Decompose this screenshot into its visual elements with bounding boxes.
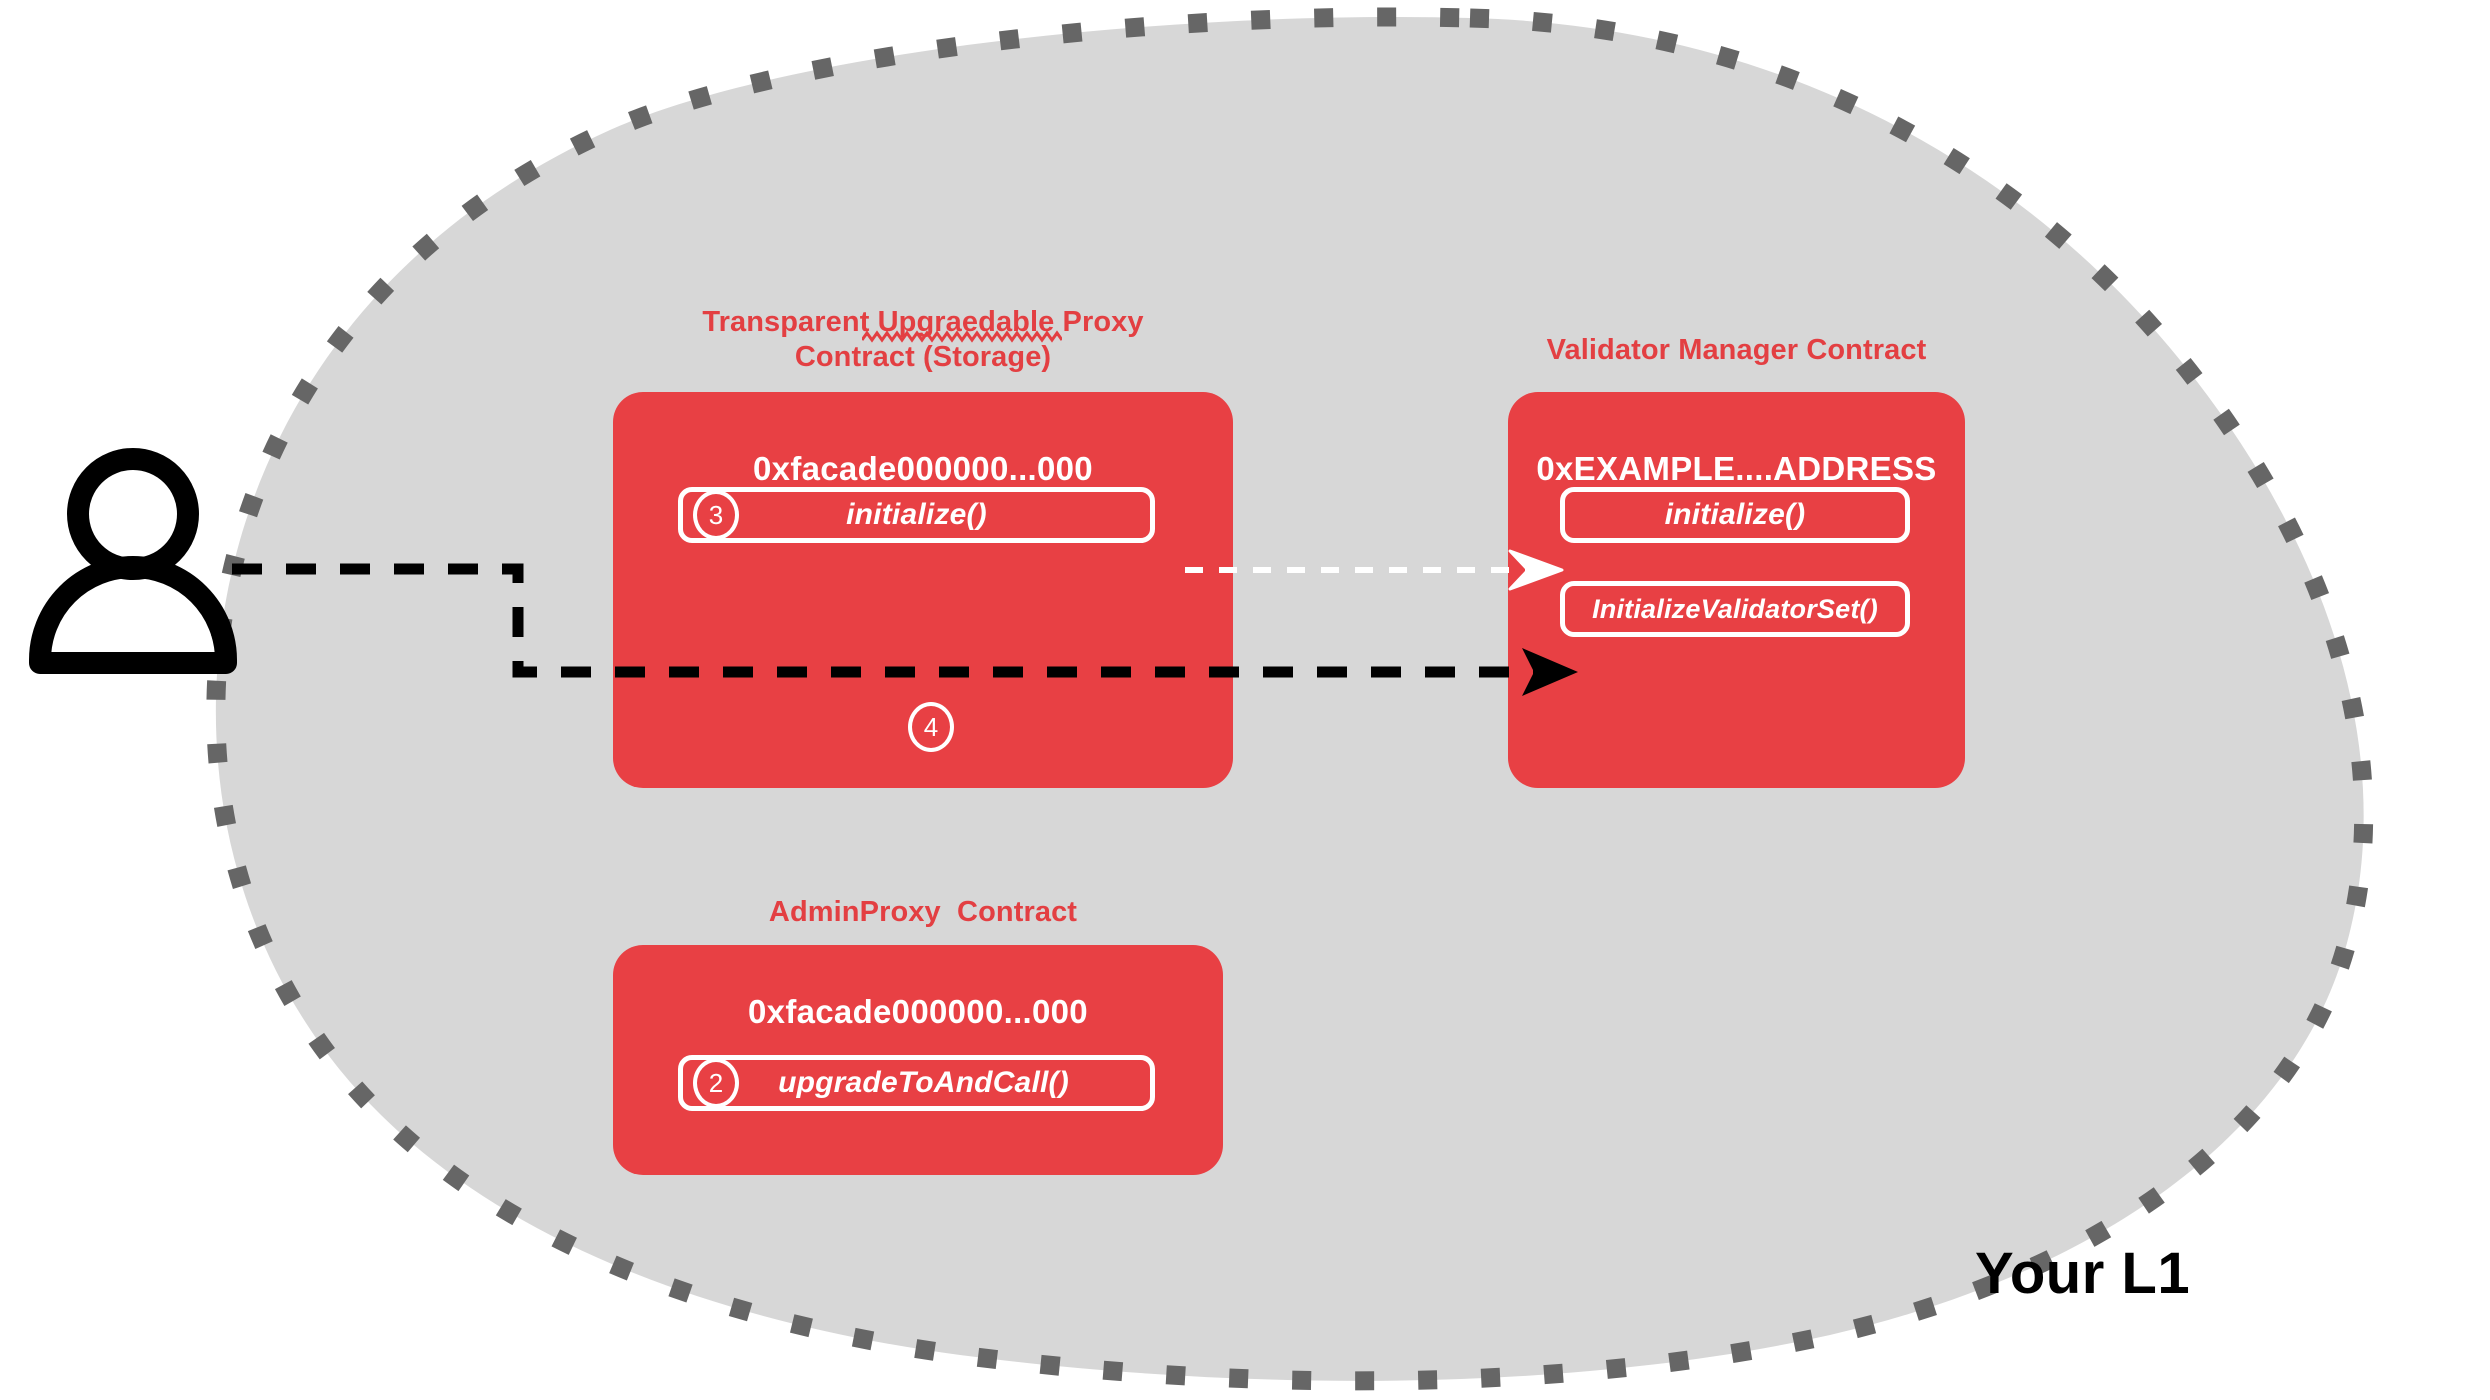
zone-label-your-l1: Your L1 (1975, 1241, 2191, 1306)
connector-proxy-initialize-to-manager-initialize (1185, 549, 1564, 591)
contract-box-admin-proxy[interactable]: 0xfacade000000...000 2 upgradeToAndCall(… (613, 945, 1223, 1175)
step-badge-2: 2 (693, 1058, 739, 1108)
method-row-initialize-proxy[interactable]: 3 initialize() (678, 487, 1155, 543)
method-label-upgrade-to-and-call: upgradeToAndCall() (778, 1066, 1069, 1099)
method-row-initialize-validator-set[interactable]: InitializeValidatorSet() (1560, 581, 1910, 637)
step-badge-4: 4 (908, 702, 954, 752)
connector-user-to-validator-set (232, 563, 1578, 696)
contract-address-transparent-proxy: 0xfacade000000...000 (753, 450, 1093, 487)
step-badge-3: 3 (693, 490, 739, 540)
method-label-initialize-validator-set: InitializeValidatorSet() (1592, 593, 1878, 624)
method-label-initialize-proxy: initialize() (846, 498, 987, 531)
user-person-icon (29, 448, 237, 674)
method-row-upgrade-to-and-call[interactable]: 2 upgradeToAndCall() (678, 1055, 1155, 1111)
method-row-initialize-manager[interactable]: initialize() (1560, 487, 1910, 543)
contract-title-admin-proxy: AdminProxy Contract (768, 896, 1078, 928)
method-label-initialize-manager: initialize() (1664, 498, 1806, 531)
contract-box-validator-manager[interactable]: 0xEXAMPLE....ADDRESS initialize() Initia… (1508, 392, 1965, 788)
contract-title-validator-manager: Validator Manager Contract (1546, 334, 1927, 366)
contract-title-transparent-proxy: Transparent Upgraedable Proxy Contract (… (702, 306, 1144, 374)
contract-box-transparent-proxy[interactable]: 0xfacade000000...000 3 initialize() 4 (613, 392, 1233, 788)
contract-address-admin-proxy: 0xfacade000000...000 (748, 993, 1088, 1030)
contract-address-validator-manager: 0xEXAMPLE....ADDRESS (1536, 450, 1937, 487)
